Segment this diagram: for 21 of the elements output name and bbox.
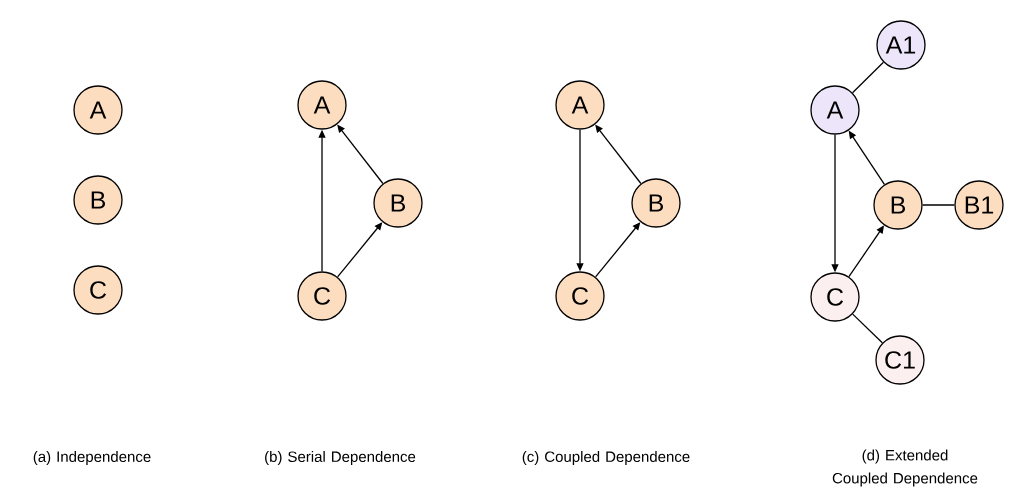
circle-node: C (73, 265, 123, 315)
circle-node: B1 (954, 180, 1004, 230)
circle-node: B (373, 178, 423, 228)
circle-node: A (810, 85, 860, 135)
circle-node: C (555, 271, 605, 321)
panel-caption: (a) Independence (33, 451, 151, 465)
panel-caption: (b) Serial Dependence (265, 451, 416, 465)
circle-node: B (873, 180, 923, 230)
circle-node: B (631, 178, 681, 228)
arrow (336, 222, 383, 278)
circle-node: A (555, 80, 605, 130)
panel-caption: (c) Coupled Dependence (522, 451, 690, 465)
circle-node: C (810, 272, 860, 322)
circle-node: A1 (876, 20, 926, 70)
circle-node: A (297, 80, 347, 130)
circle-node: B (73, 175, 123, 225)
panel-caption: (d) Extended Coupled Dependence (832, 449, 978, 487)
circle-node: C (297, 271, 347, 321)
circle-node: C1 (875, 335, 925, 385)
arrow (594, 222, 641, 278)
circle-node: A (73, 85, 123, 135)
